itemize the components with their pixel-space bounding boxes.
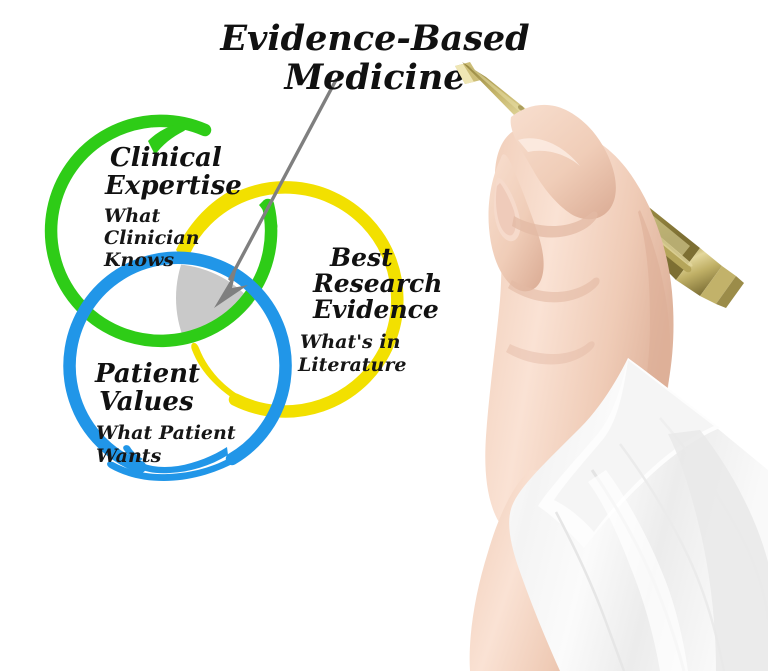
best-research-line-1: Best xyxy=(329,243,393,272)
best-research-line-3: Evidence xyxy=(312,295,439,324)
diagram-title: Evidence-Based Medicine xyxy=(219,18,529,98)
circle-patient-values xyxy=(63,251,292,481)
clinical-expertise-sub-3: Knows xyxy=(103,249,174,271)
label-best-research-evidence: Best Research Evidence What's in Literat… xyxy=(297,243,442,376)
title-line-1: Evidence-Based xyxy=(219,18,529,59)
clinical-expertise-line-1: Clinical xyxy=(110,143,222,173)
circle-best-research-evidence xyxy=(176,181,404,418)
coat-sleeve xyxy=(469,358,768,671)
patient-values-line-1: Patient xyxy=(94,359,200,389)
clinical-expertise-line-2: Expertise xyxy=(104,171,242,201)
best-research-line-2: Research xyxy=(312,269,442,298)
clinical-expertise-sub-1: What xyxy=(104,205,160,227)
label-clinical-expertise: Clinical Expertise What Clinician Knows xyxy=(103,143,242,271)
pointer-arrow xyxy=(214,78,338,308)
patient-values-sub-2: Wants xyxy=(96,445,162,467)
clinical-expertise-sub-2: Clinician xyxy=(104,227,200,249)
label-patient-values: Patient Values What Patient Wants xyxy=(94,359,236,467)
patient-values-sub-1: What Patient xyxy=(96,422,236,444)
title-line-2: Medicine xyxy=(283,57,465,98)
patient-values-line-2: Values xyxy=(99,387,194,417)
best-research-sub-1: What's in xyxy=(300,331,400,353)
best-research-sub-2: Literature xyxy=(297,354,406,376)
